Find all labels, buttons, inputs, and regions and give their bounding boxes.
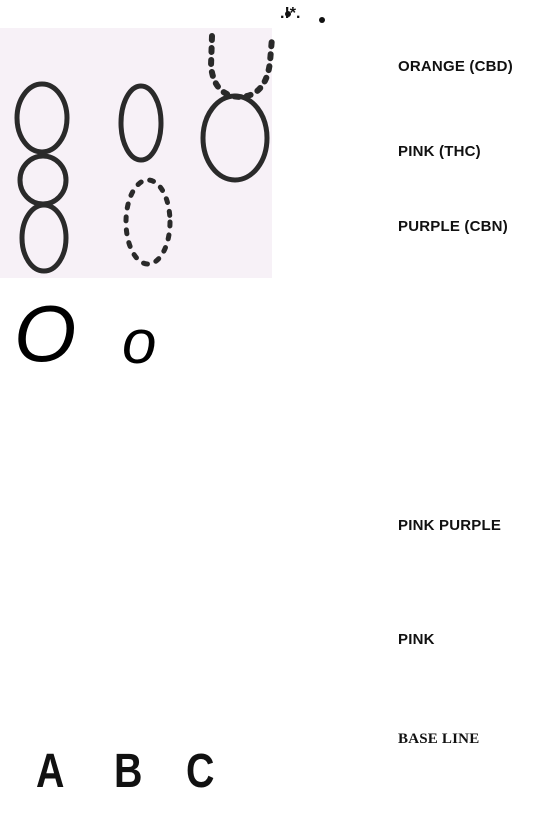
solvent-front-mark: .!*.	[280, 5, 300, 22]
band-label-orange-cbd: ORANGE (CBD)	[398, 58, 513, 75]
lane-c-spot-solid	[200, 93, 270, 183]
lane-a-spot-bottom	[19, 202, 69, 274]
solvent-front-dot-right	[319, 17, 325, 23]
band-label-pink-purple: PINK PURPLE	[398, 517, 502, 534]
lane-label-b: B	[114, 745, 143, 798]
band-label-base-line: BASE LINE	[398, 731, 480, 747]
lane-a-spot-middle	[17, 153, 69, 207]
circle-mark-large: O	[14, 289, 77, 378]
lane-b-spot-dotted	[123, 177, 173, 267]
band-label-pink-thc: PINK (THC)	[398, 143, 481, 160]
circle-mark-small: o	[122, 308, 157, 377]
solvent-front-dot-left	[285, 11, 291, 17]
band-label-purple-cbn: PURPLE (CBN)	[398, 218, 508, 235]
lane-label-c: C	[186, 745, 215, 798]
tlc-spots: .!*.	[14, 5, 325, 274]
lane-a-spot-top	[14, 81, 70, 155]
band-label-pink: PINK	[398, 631, 435, 648]
lane-b-spot-solid	[118, 83, 164, 163]
lane-label-a: A	[36, 745, 65, 798]
lane-c-spot-dotted	[207, 33, 275, 101]
